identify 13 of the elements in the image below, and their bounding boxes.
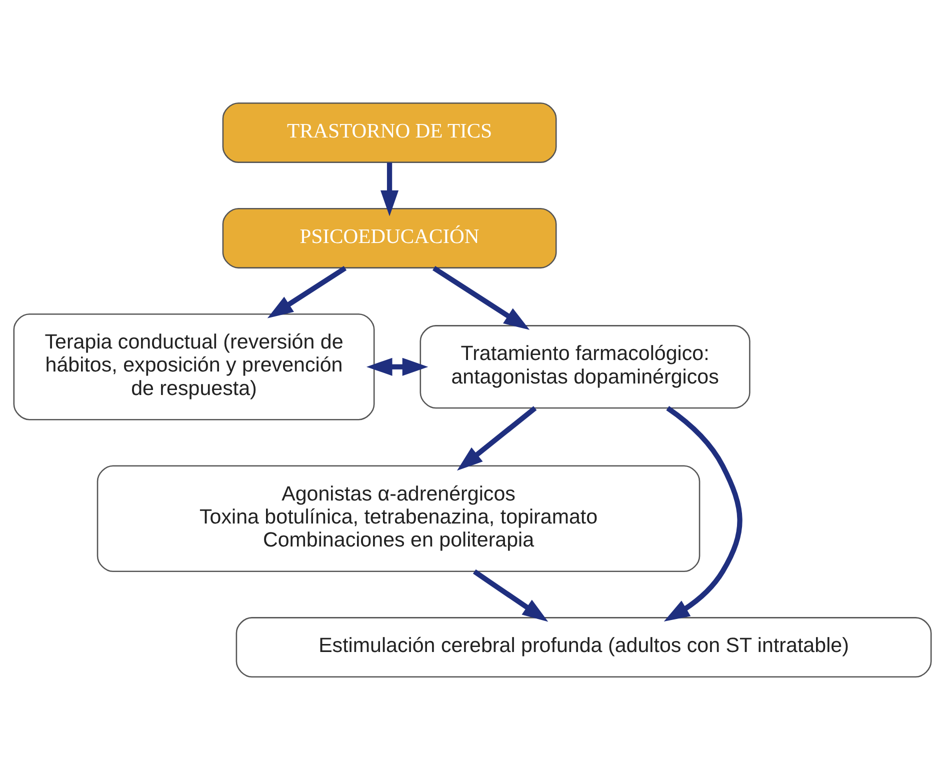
arrow [456, 406, 537, 471]
node-box: Tratamiento farmacológico: antagonistas dopaminérgicos [420, 325, 750, 409]
arrow [380, 162, 399, 216]
node-box: TRASTORNO DE TICS [222, 102, 557, 163]
arrow [472, 569, 548, 622]
node-box: Agonistas α-adrenérgicos Toxina botulínica, tetrabenazina, topiramato Combinaciones en politerapia [96, 465, 700, 572]
node-box: PSICOEDUCACIÓN [222, 208, 557, 268]
arrow [664, 406, 742, 622]
node-box: Terapia conductual (reversión de hábitos, exposición y prevención de respuesta) [13, 313, 375, 420]
arrow [432, 266, 530, 330]
node-box: Estimulación cerebral profunda (adultos con ST intratable) [236, 617, 932, 678]
arrow [366, 358, 428, 376]
arrow [267, 266, 347, 318]
